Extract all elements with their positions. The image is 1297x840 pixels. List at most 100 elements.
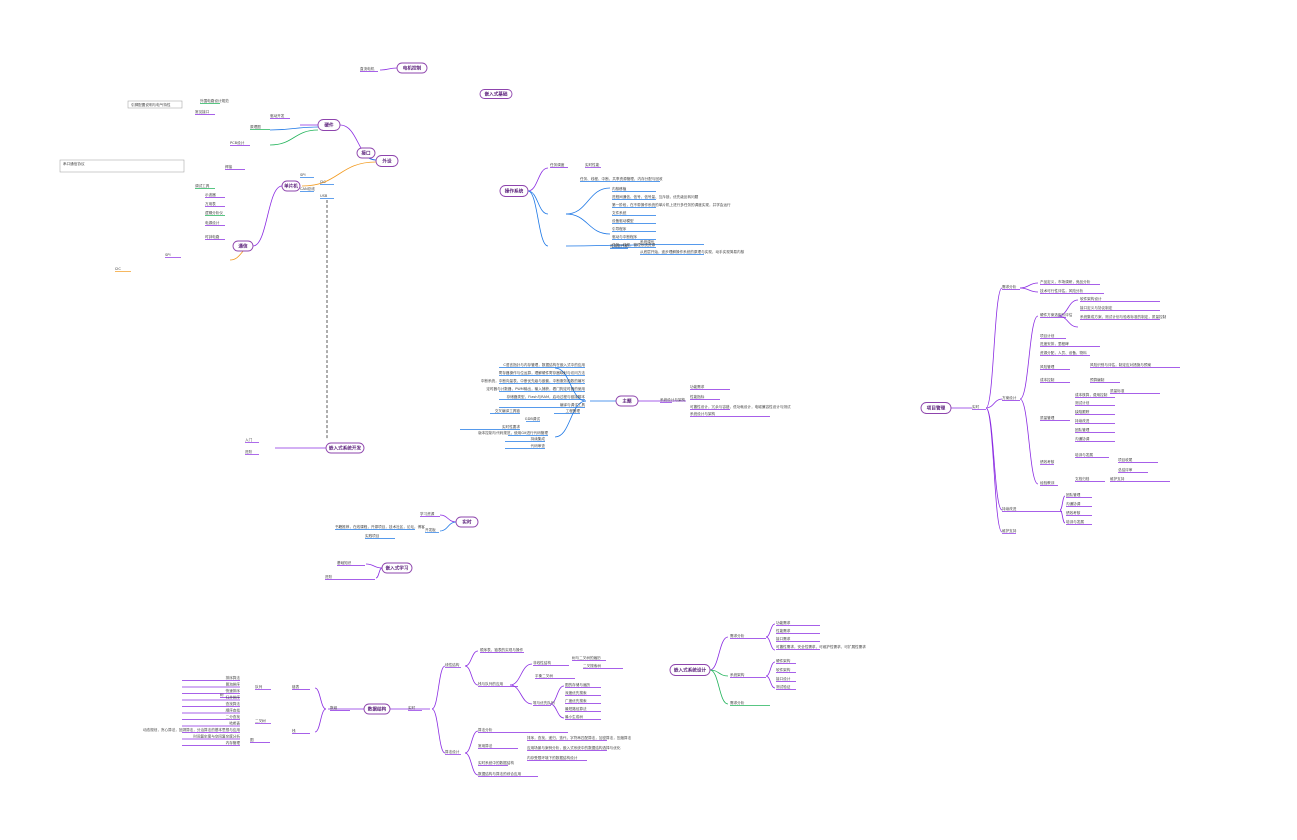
topic-node-left-hub4[interactable]: 单片机 xyxy=(281,180,301,192)
leaf-label: 性能指标 xyxy=(690,394,705,399)
leaf-label: 应用层开发 xyxy=(610,243,628,248)
leaf-label: 实时系统中的数据结构 xyxy=(478,760,514,765)
leaf-label: 数据结构与算法的综合应用 xyxy=(478,771,522,776)
topic-node-left-center[interactable]: 通信 xyxy=(232,240,254,252)
leaf-label: 文档归档 xyxy=(1075,476,1090,481)
leaf-label: 培训与发展 xyxy=(1075,452,1093,457)
leaf-label: 绩效考核 xyxy=(1066,510,1081,515)
edge xyxy=(565,187,611,215)
edge xyxy=(985,407,1003,533)
leaf-label: 排序，查找，递归，迭代，字符串匹配算法，加密算法，压缩算法 xyxy=(527,735,632,740)
leaf-label: 应用场景与案例分析，嵌入式系统中的数据结构选择与优化 xyxy=(527,745,621,750)
topic-node-label: 嵌入式系统开发 xyxy=(329,445,362,452)
leaf-label: 查找算法 xyxy=(226,701,241,706)
leaf-label: 培训与发展 xyxy=(1066,519,1084,524)
topic-node-left-hub3[interactable]: 接口 xyxy=(356,147,376,159)
leaf-label: 成本核算，费用控制 xyxy=(1075,392,1108,397)
leaf-label: 系统设计与架构 xyxy=(690,411,716,416)
topic-node-left-bottom[interactable]: 嵌入式系统开发 xyxy=(325,442,365,454)
edge xyxy=(554,400,587,438)
leaf-label: 哈希表 xyxy=(229,721,240,726)
leaf-label: 资源分配，人员、设备、物料 xyxy=(1040,350,1087,355)
leaf-label: 技术可行性评估，风险分析 xyxy=(1040,288,1084,293)
leaf-label: 产品定义，市场调研，竞品分析 xyxy=(1040,279,1091,284)
leaf-label: 持续改进 xyxy=(1002,506,1017,511)
topic-node-top-left-box[interactable]: 电机控制 xyxy=(396,62,428,74)
leaf-label: 顺序查找 xyxy=(226,708,241,713)
leaf-label: 可靠性需求，安全性需求，可维护性需求，可扩展性需求 xyxy=(776,644,866,649)
leaf-label: 绩效考核 xyxy=(1040,459,1055,464)
leaf-label: 设备驱动模型 xyxy=(612,218,634,223)
leaf-label: 版本控制与代码规范，使用Git进行代码管理 xyxy=(478,430,548,435)
topic-node-border xyxy=(479,89,513,99)
topic-node-border xyxy=(363,703,391,715)
leaf-label: 驱动开发 xyxy=(270,113,285,118)
leaf-label: 深度优先搜索 xyxy=(565,690,587,695)
topic-node-border xyxy=(375,155,399,167)
leaf-label: 算法设计 xyxy=(445,749,460,754)
edge xyxy=(1059,509,1066,524)
leaf-label: 从底层开始，逐步理解操作系统的原理与实现，动手实现简易内核 xyxy=(640,249,745,254)
edge xyxy=(1019,398,1039,485)
leaf-label: 常用算法 xyxy=(478,743,493,748)
leaf-label: 算法分析 xyxy=(478,727,493,732)
edge xyxy=(365,563,383,569)
topic-node-border xyxy=(325,442,365,454)
leaf-label: CAN总线 xyxy=(300,186,315,191)
leaf-label: 系统架构 xyxy=(730,672,745,677)
topic-node-border xyxy=(615,395,639,407)
topic-node-bottom-center[interactable]: 数据结构 xyxy=(363,703,391,715)
leaf-label: 交叉编译工具链 xyxy=(495,408,521,413)
leaf-label: 方案设计 xyxy=(1002,395,1017,400)
topic-node-border xyxy=(669,664,711,676)
edge xyxy=(314,687,327,710)
leaf-label: 需求分析 xyxy=(730,700,745,705)
leaf-label: 内核移植 xyxy=(612,186,627,191)
leaf-label: 可靠性设计，冗余与容错，低功耗设计，电磁兼容性设计与测试 xyxy=(690,404,791,409)
topic-node-left-hub[interactable]: 硬件 xyxy=(317,119,341,131)
topic-node-center-mid[interactable]: 主题 xyxy=(615,395,639,407)
leaf-label: 实时 xyxy=(408,705,416,710)
topic-node-rtos[interactable]: 实时 xyxy=(455,516,479,528)
leaf-label: 测试验证 xyxy=(776,684,791,689)
leaf-label: 团队管理 xyxy=(1066,492,1081,497)
topic-node-label: 主题 xyxy=(622,398,632,405)
topic-node-border xyxy=(920,402,952,414)
topic-node-bottom-right[interactable]: 嵌入式系统设计 xyxy=(669,664,711,676)
leaf-label: 需求分析 xyxy=(1002,284,1017,289)
leaf-label: 线性结构 xyxy=(445,662,460,667)
leaf-label: 项目计划 xyxy=(1040,333,1055,338)
leaf-label: 实时性要求 xyxy=(502,424,520,429)
leaf-label: 二叉搜索树 xyxy=(583,663,601,668)
edge xyxy=(765,636,776,651)
leaf-label: 接口需求 xyxy=(776,636,791,641)
topic-node-label: 嵌入式学习 xyxy=(386,565,409,572)
leaf-label: 项目收尾 xyxy=(1118,457,1133,462)
leaf-label: 图的存储与遍历 xyxy=(565,682,591,687)
topic-node-header-label[interactable]: 嵌入式基础 xyxy=(479,89,513,99)
topic-node-center-top[interactable]: 操作系统 xyxy=(499,185,529,197)
edge xyxy=(549,685,565,705)
edge xyxy=(985,287,1003,409)
edge xyxy=(269,129,319,146)
leaf-label: 硬件架构 xyxy=(776,658,791,663)
leaf-label: 中断系统，中断向量表，中断优先级与嵌套，中断服务函数的编写 xyxy=(481,378,586,383)
leaf-label: 焊接 xyxy=(225,164,233,169)
topic-node-right-main[interactable]: 项目管理 xyxy=(920,402,952,414)
leaf-label: 总结评审 xyxy=(1118,467,1133,472)
leaf-label: SPI xyxy=(300,173,306,177)
leaf-label: 持续集成 xyxy=(531,436,546,441)
leaves-layer: 直流电机外围电路设计规范常见接口驱动开发原理图PCB设计焊接调试工具示波器万用表… xyxy=(63,66,1167,776)
edge xyxy=(765,623,776,638)
leaf-label: 软件架构设计 xyxy=(1080,296,1102,301)
edge xyxy=(379,67,398,71)
topic-node-label: 嵌入式基础 xyxy=(485,91,508,98)
topic-node-bottom-small1[interactable]: 嵌入式学习 xyxy=(381,562,413,574)
topic-node-left-hub2[interactable]: 外设 xyxy=(375,155,399,167)
leaf-label: 质量管理 xyxy=(1040,415,1055,420)
topic-node-label: 通信 xyxy=(238,243,248,250)
leaf-label: 图 xyxy=(250,738,254,742)
leaf-label: 沟通协调 xyxy=(1066,501,1081,506)
leaf-label: 维护支持 xyxy=(1002,528,1017,533)
